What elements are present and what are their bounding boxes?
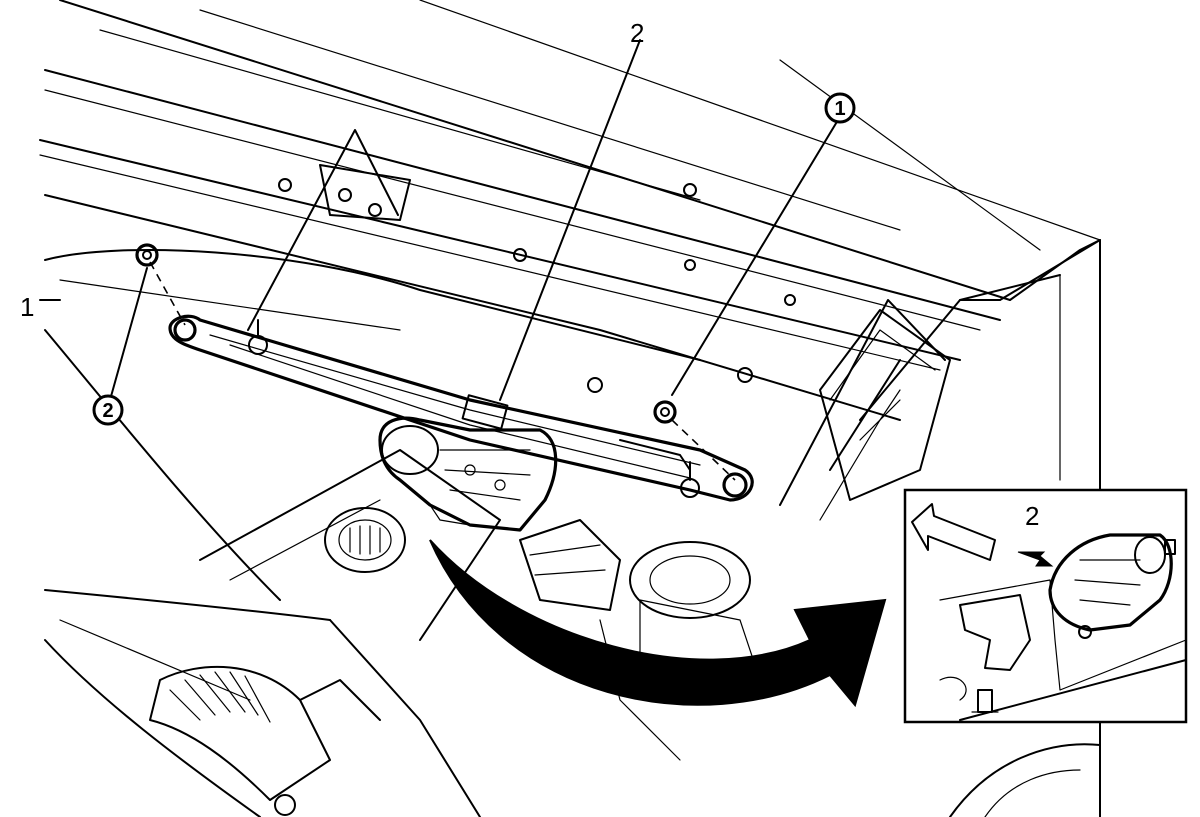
- circled-callout-1: 1: [824, 92, 856, 124]
- label-2-top: 2: [630, 18, 644, 48]
- label-1-left: 1: [20, 292, 34, 322]
- bracket: [319, 164, 411, 221]
- wiper-motor: [378, 394, 558, 532]
- circled-2-text: 2: [102, 400, 113, 422]
- hood-panel: [39, 0, 1101, 421]
- coolant-cap-ribs: [349, 525, 381, 555]
- nut-right: [653, 400, 677, 424]
- circled-callout-2: 2: [92, 394, 124, 426]
- intake-bellows: [149, 665, 381, 816]
- circled-1-text: 1: [834, 98, 845, 120]
- zoom-arrow: [429, 539, 887, 708]
- lower-right-detail: [949, 743, 1101, 817]
- label-2-inset: 2: [1025, 501, 1039, 531]
- leader-lines: [39, 39, 946, 506]
- insert-arrow: [1017, 551, 1054, 567]
- direction-arrow: [911, 503, 996, 561]
- wiper-linkage: [168, 314, 754, 502]
- fender-panel: [819, 309, 951, 501]
- nut-left: [135, 243, 159, 267]
- detail-inset: [903, 488, 1188, 724]
- background-fasteners: [278, 164, 796, 393]
- engine-bay: [44, 329, 501, 817]
